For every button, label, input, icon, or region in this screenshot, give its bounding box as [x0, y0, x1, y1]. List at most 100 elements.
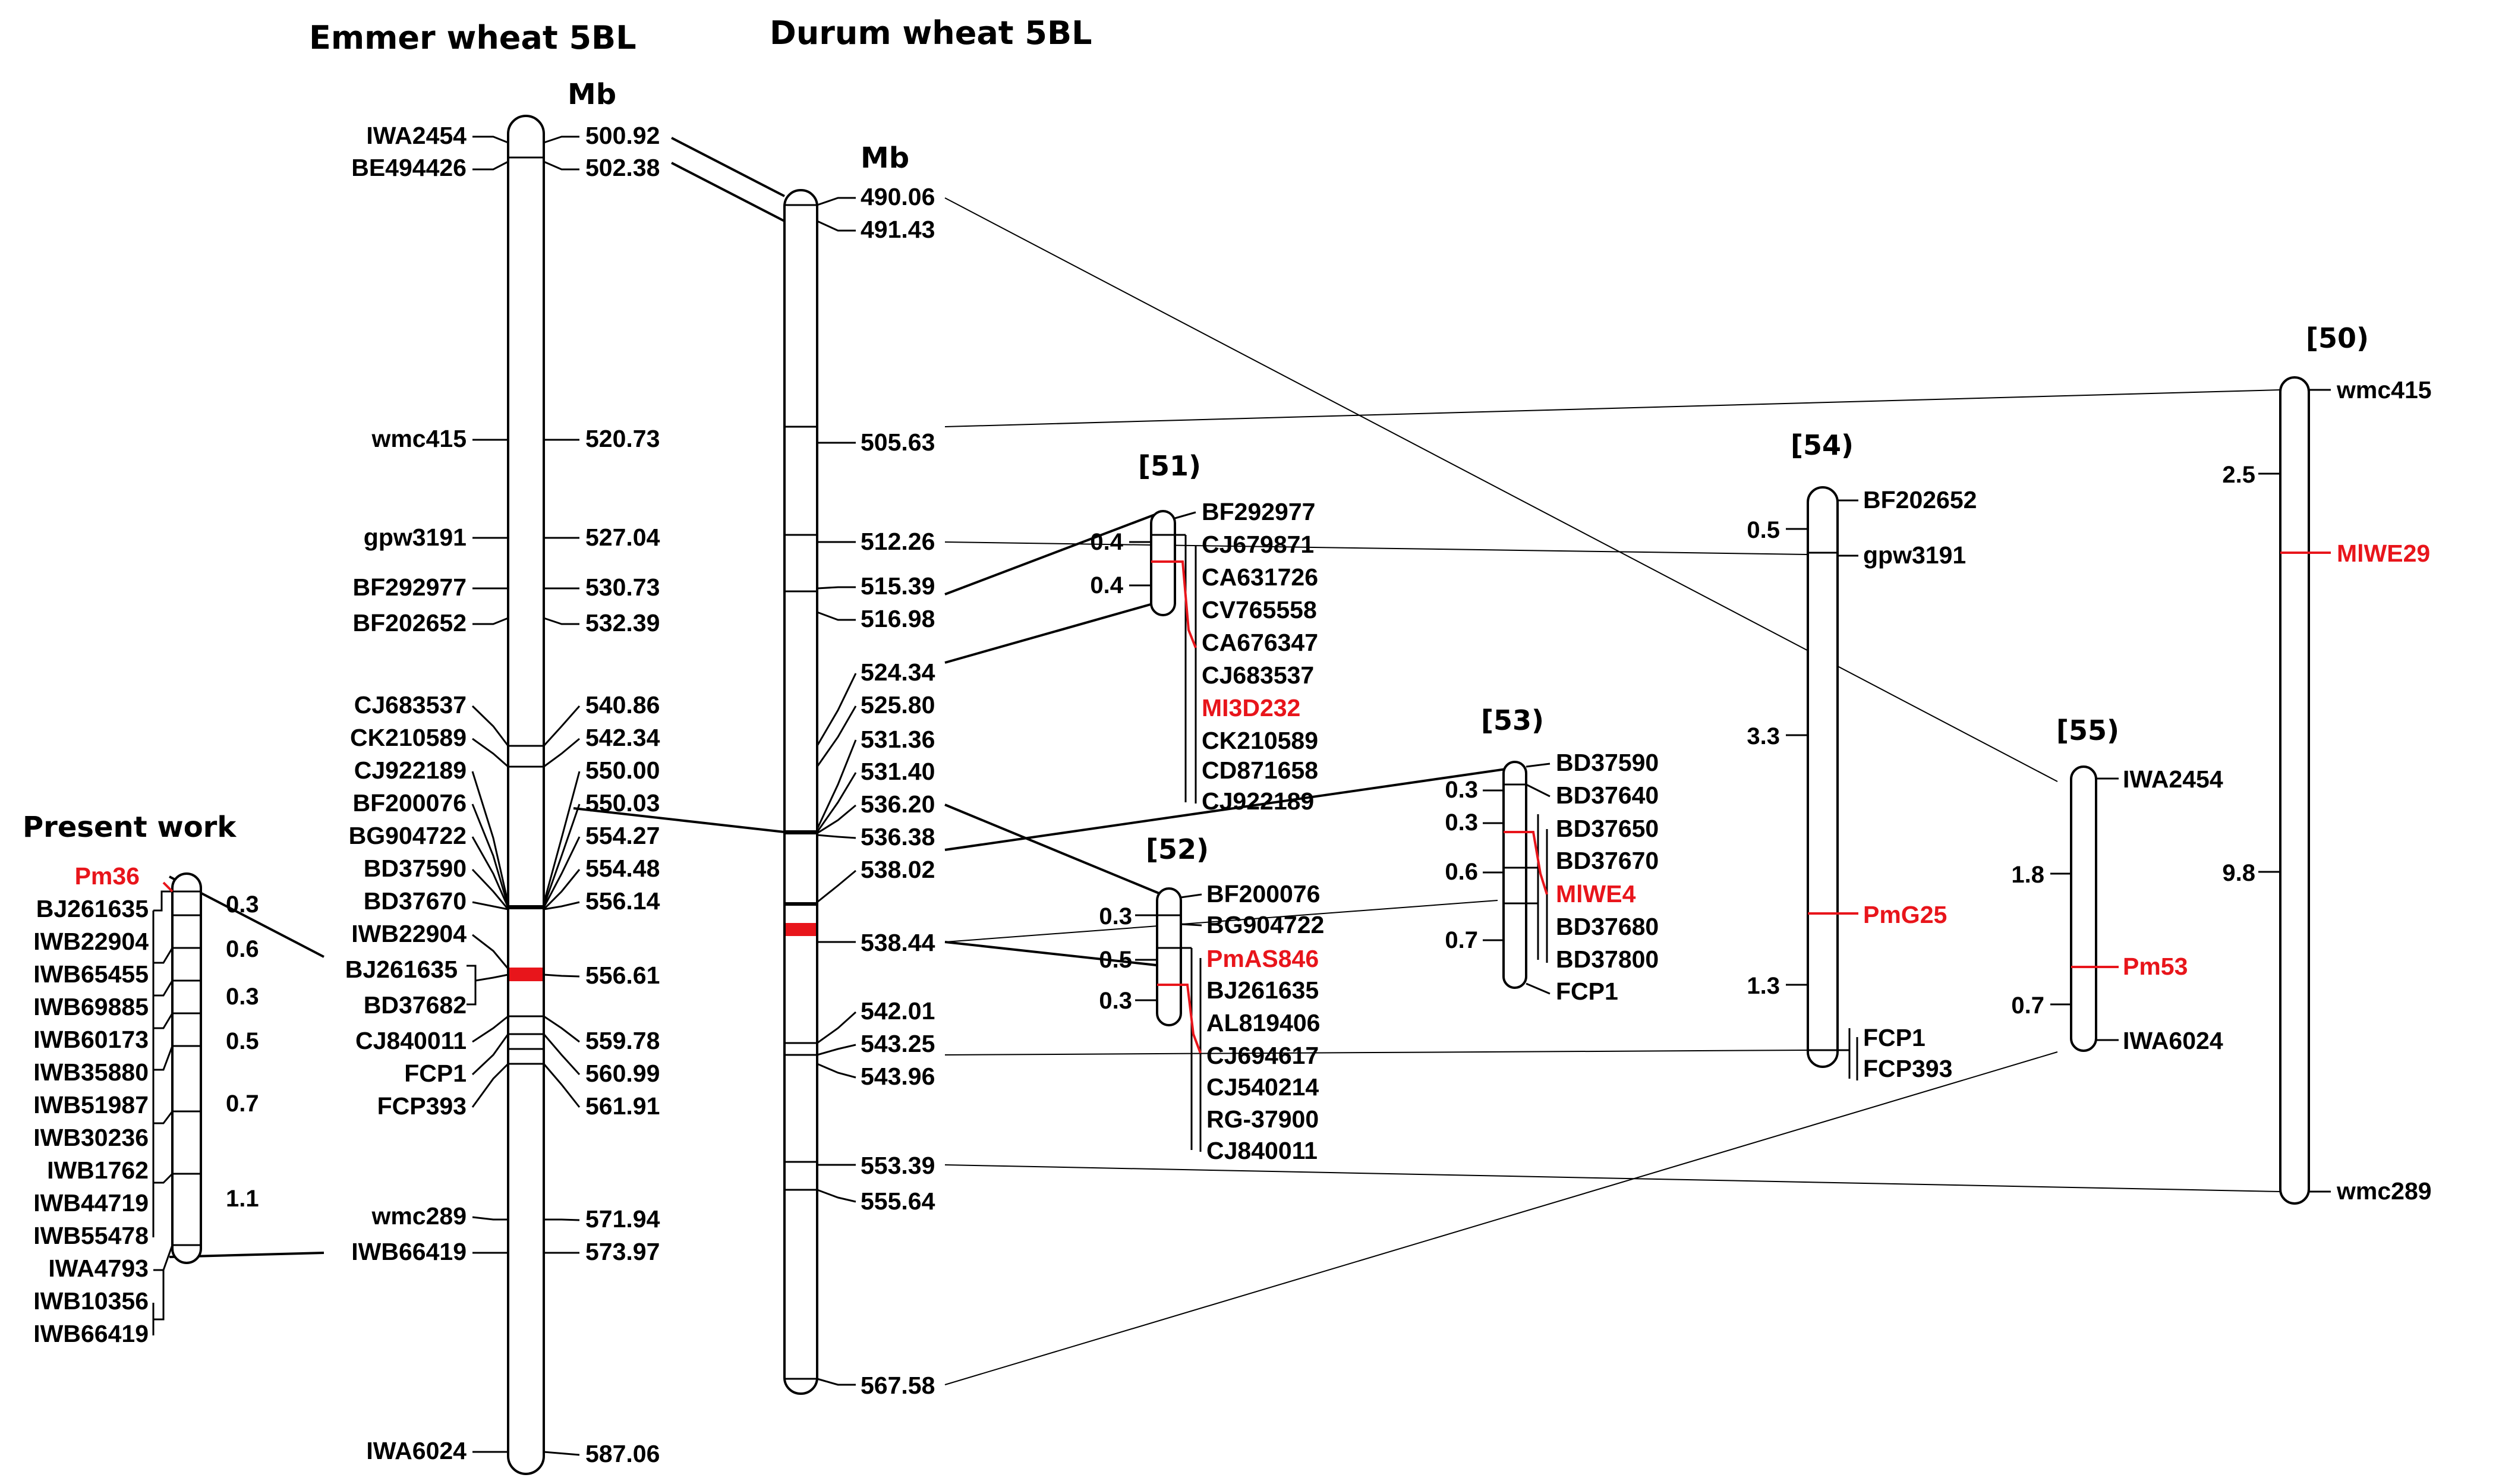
cross-map-links — [944, 197, 2281, 1385]
position-label: 542.34 — [585, 724, 660, 751]
map-54-chromosome — [1807, 486, 1839, 1068]
marker-label: BD37680 — [1556, 913, 1659, 940]
distance-label: 0.3 — [226, 891, 259, 918]
mlwe4-tick — [1526, 831, 1548, 895]
ref-54-label: [54) — [1791, 429, 1854, 461]
position-label: 571.94 — [585, 1205, 660, 1233]
map-55-chromosome — [2070, 765, 2097, 1052]
marker-label: IWB10356 — [33, 1287, 149, 1315]
position-label: 561.91 — [585, 1092, 660, 1120]
position-label: 538.44 — [861, 929, 935, 956]
marker-label: CJ683537 — [1202, 661, 1314, 689]
marker-label: BF292977 — [353, 574, 467, 601]
marker-label: BJ261635 — [36, 895, 149, 922]
position-label: 532.39 — [585, 609, 660, 637]
marker-label: BD37670 — [364, 887, 467, 915]
map-51-ticks — [1129, 511, 1197, 804]
emmer-right-ticks — [543, 136, 581, 1456]
distance-label: 0.3 — [226, 984, 259, 1010]
marker-label: IWB30236 — [33, 1124, 149, 1151]
mi3d232-tick — [1175, 560, 1197, 648]
marker-label: BD37590 — [364, 855, 467, 882]
position-label: 516.98 — [861, 605, 935, 632]
marker-label: IWB35880 — [33, 1058, 149, 1086]
map-55-labels: 1.8 0.7 IWA2454 Pm53 IWA6024 — [2011, 765, 2223, 1054]
gene-label-pmg25: PmG25 — [1863, 901, 1947, 928]
position-label: 573.97 — [585, 1238, 660, 1265]
distance-label: 0.3 — [1099, 903, 1132, 930]
gene-label-pm36: Pm36 — [75, 862, 140, 890]
distance-label: 0.4 — [1090, 529, 1123, 555]
marker-label: BD37682 — [364, 991, 467, 1019]
distance-label: 0.5 — [1099, 947, 1132, 973]
position-label: 505.63 — [861, 428, 935, 456]
marker-label: CK210589 — [1202, 727, 1318, 754]
position-label: 502.38 — [585, 154, 660, 181]
position-label: 556.61 — [585, 962, 660, 989]
position-label: 530.73 — [585, 574, 660, 601]
present-work-chromosome — [171, 872, 202, 1264]
map-53-ticks — [1483, 763, 1551, 995]
emmer-mb-unit: Mb — [568, 78, 616, 111]
marker-label: CJ840011 — [355, 1027, 467, 1054]
distance-label: 0.4 — [1090, 572, 1123, 598]
marker-label: CD871658 — [1202, 757, 1318, 784]
distance-label: 0.6 — [226, 936, 259, 962]
position-label: 556.14 — [585, 887, 660, 915]
position-label: 536.20 — [861, 790, 935, 818]
position-label: 542.01 — [861, 997, 935, 1025]
marker-label: BD37670 — [1556, 847, 1659, 874]
marker-label: IWB65455 — [33, 960, 149, 988]
marker-label: BD37640 — [1556, 782, 1659, 809]
durum-title: Durum wheat 5BL — [770, 14, 1092, 52]
distance-label: 0.7 — [1445, 927, 1478, 953]
distance-label: 0.5 — [226, 1028, 259, 1054]
marker-label: CJ694617 — [1206, 1042, 1319, 1069]
durum-chromosome — [783, 189, 818, 1395]
map-53-labels: 0.3 0.3 0.6 0.7 BD37590 BD37640 BD37650 … — [1445, 749, 1659, 1005]
marker-label: CJ922189 — [354, 757, 467, 784]
marker-label: gpw3191 — [364, 524, 467, 551]
marker-label: IWB66419 — [351, 1238, 467, 1265]
position-label: 543.96 — [861, 1063, 935, 1090]
marker-label: IWB55478 — [33, 1222, 149, 1249]
marker-label: BE494426 — [351, 154, 467, 181]
position-label: 490.06 — [861, 183, 935, 210]
marker-label: BF292977 — [1202, 498, 1315, 525]
distance-label: 0.3 — [1445, 809, 1478, 836]
present-work-ticks — [152, 890, 174, 1335]
ref-55-label: [55) — [2056, 714, 2119, 746]
marker-label: CJ683537 — [354, 691, 467, 719]
position-label: 550.00 — [585, 757, 660, 784]
marker-label: IWB44719 — [33, 1189, 149, 1217]
position-label: 555.64 — [861, 1187, 935, 1215]
position-label: 538.02 — [861, 856, 935, 883]
distance-label: 1.8 — [2011, 862, 2044, 888]
position-label: 567.58 — [861, 1372, 935, 1399]
marker-label: BG904722 — [349, 822, 467, 849]
map-55-ticks — [2050, 777, 2119, 1041]
marker-label: CJ840011 — [1206, 1137, 1318, 1164]
map-51-labels: 0.4 0.4 BF292977 CJ679871 CA631726 CV765… — [1090, 498, 1318, 815]
ref-53-label: [53) — [1481, 704, 1544, 736]
marker-label: BF200076 — [1206, 880, 1320, 908]
marker-label: CV765558 — [1202, 596, 1317, 623]
pmas846-tick — [1181, 984, 1202, 1054]
map-54-labels: 0.5 3.3 1.3 BF202652 gpw3191 PmG25 FCP1 … — [1747, 486, 1977, 1082]
position-label: 540.86 — [585, 691, 660, 719]
position-label: 491.43 — [861, 216, 935, 243]
marker-label: FCP1 — [1863, 1024, 1926, 1051]
marker-label: FCP1 — [1556, 978, 1618, 1005]
emmer-chromosome — [507, 115, 545, 1475]
durum-mb-unit: Mb — [861, 141, 909, 175]
emmer-marker-labels: IWA2454 BE494426 wmc415 gpw3191 BF292977… — [345, 122, 467, 1464]
marker-label: IWB22904 — [33, 928, 149, 955]
distance-label: 0.6 — [1445, 859, 1478, 885]
marker-label: BG904722 — [1206, 911, 1324, 938]
marker-label: IWA6024 — [2123, 1027, 2223, 1054]
position-label: 536.38 — [861, 823, 935, 850]
durum-right-ticks — [816, 197, 857, 1386]
marker-label: CA676347 — [1202, 629, 1318, 656]
distance-label: 1.1 — [226, 1186, 259, 1212]
